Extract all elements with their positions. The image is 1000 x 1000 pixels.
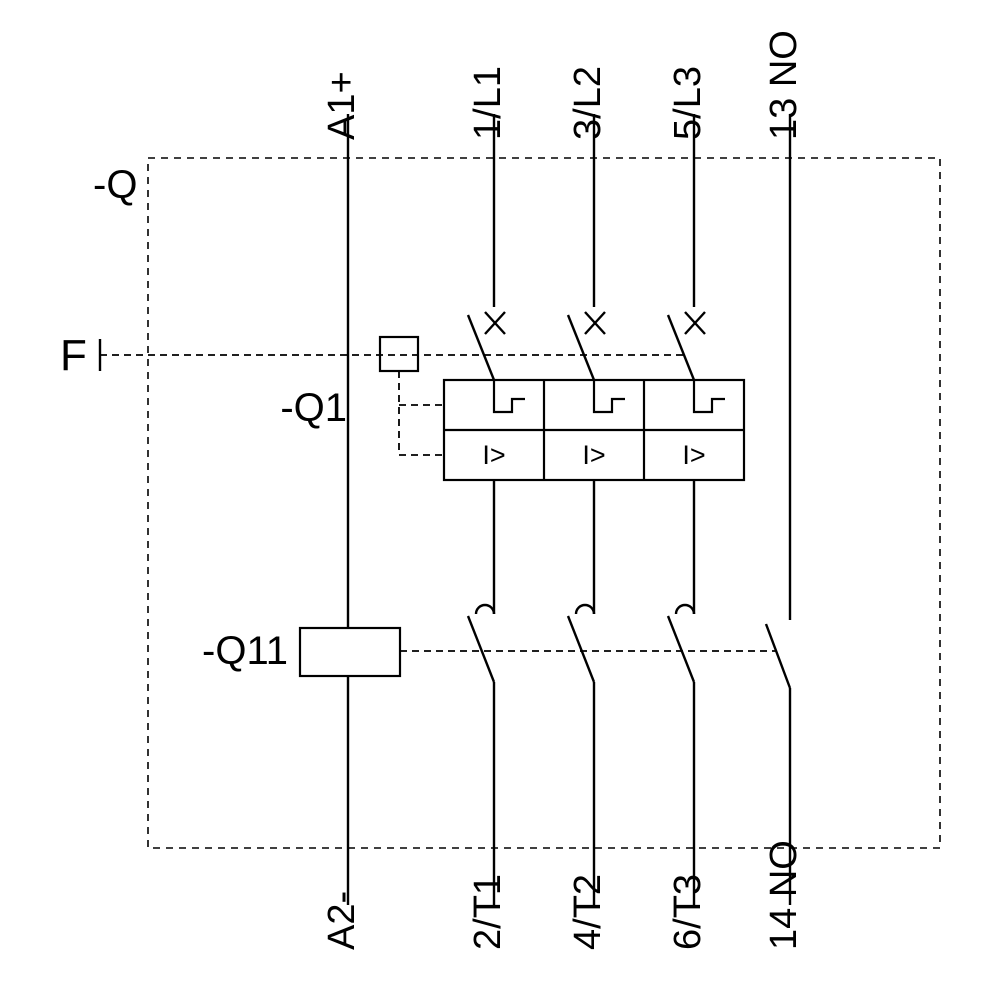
terminal-label-a1: A1+ — [321, 71, 363, 140]
release-label: F — [60, 331, 87, 380]
pole3-breaker-blade — [666, 314, 696, 381]
pole3-contact-arc-icon — [674, 603, 696, 615]
terminal-label-2t1: 2/T1 — [467, 874, 509, 950]
pole2-contactor-blade — [566, 615, 596, 683]
pole1-breaker-cross-icon — [484, 311, 506, 335]
pole2-breaker-cross-icon — [584, 311, 606, 335]
pole3-breaker-cross-icon — [684, 311, 706, 335]
contactor-label: -Q11 — [202, 629, 288, 673]
latch-symbol-pole-1 — [492, 380, 525, 414]
terminal-label-3l2: 3/L2 — [567, 66, 609, 140]
main-pole-1 — [466, 114, 506, 905]
control-coil-path — [298, 114, 402, 905]
terminal-label-6t3: 6/T3 — [667, 874, 709, 950]
overcurrent-symbol-2: I> — [582, 440, 605, 470]
aux-contact-blade — [764, 623, 792, 689]
auxiliary-contact — [764, 114, 792, 905]
main-pole-2 — [566, 114, 606, 905]
latch-symbol-pole-3 — [692, 380, 725, 414]
pole3-contactor-blade — [666, 615, 696, 683]
terminal-label-1l1: 1/L1 — [467, 66, 509, 140]
terminal-label-a2: A2- — [321, 891, 363, 950]
enclosure-label: -Q — [93, 163, 137, 207]
device-enclosure-boundary — [147, 157, 941, 849]
manual-operator-square-symbol — [378, 335, 420, 373]
latch-symbol-pole-2 — [592, 380, 625, 414]
pole1-contact-arc-icon — [474, 603, 496, 615]
pole2-breaker-blade — [566, 314, 596, 381]
breaker-label: -Q1 — [280, 386, 347, 430]
contactor-coil-symbol — [298, 626, 402, 678]
pole2-contact-arc-icon — [574, 603, 596, 615]
terminal-label-4t2: 4/T2 — [567, 874, 609, 950]
overcurrent-symbol-3: I> — [682, 440, 705, 470]
pole1-breaker-blade — [466, 314, 496, 381]
terminal-label-5l3: 5/L3 — [667, 66, 709, 140]
overcurrent-symbol-1: I> — [482, 440, 505, 470]
trip-release-linkage — [98, 335, 684, 456]
trip-unit-block: I> I> I> — [442, 378, 746, 482]
pole1-contactor-blade — [466, 615, 496, 683]
terminal-label-14no: 14 NO — [763, 840, 805, 950]
terminal-label-13no: 13 NO — [763, 30, 805, 140]
main-pole-3 — [666, 114, 706, 905]
